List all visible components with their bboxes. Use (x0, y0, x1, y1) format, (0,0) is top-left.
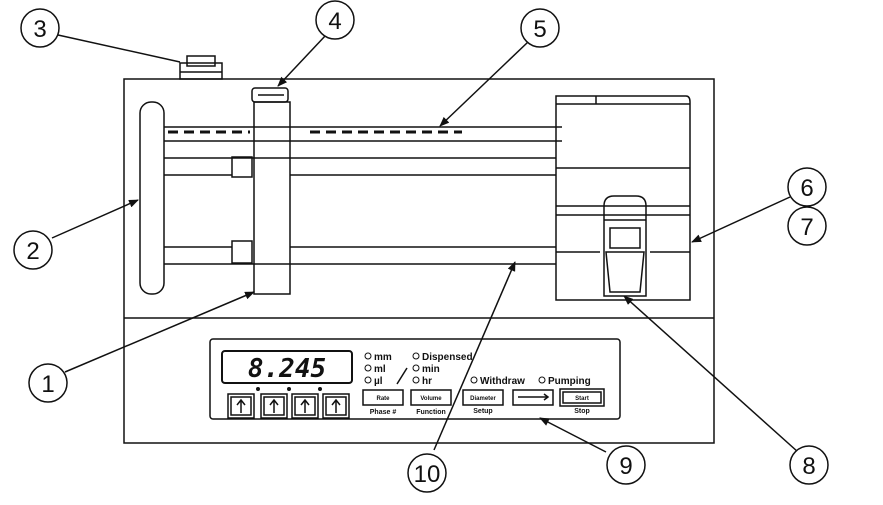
start-button-outline (559, 388, 605, 407)
end-plate (139, 101, 165, 295)
callout-3: 3 (33, 16, 46, 43)
rate-button: Rate (376, 396, 390, 402)
up-arrow-icon (236, 398, 246, 413)
unit-dispensed-label: Dispensed (422, 352, 473, 363)
rate-button-outline (362, 389, 404, 406)
pumping-label: Pumping (548, 376, 591, 387)
callout-4-circle (315, 0, 355, 40)
leader-1 (64, 291, 255, 373)
unit-mm-label: mm (374, 352, 392, 363)
callout-3-circle (20, 8, 60, 48)
diameter-button-outline (462, 389, 504, 406)
leader-5 (439, 41, 529, 127)
diameter-button: Diameter (470, 396, 496, 402)
function-sublabel: Function (416, 409, 446, 416)
collar-lower (231, 240, 253, 264)
unit-min-label: min (422, 364, 440, 375)
pusher-block (253, 101, 291, 295)
lcd-readout: 8.245 (248, 354, 326, 384)
stop-sublabel: Stop (574, 408, 590, 415)
start-button: Start (575, 396, 589, 402)
callout-5: 5 (533, 16, 546, 43)
leader-10 (433, 261, 516, 451)
leader-9 (539, 417, 607, 453)
control-panel (209, 338, 621, 420)
collar-upper (231, 156, 253, 178)
callout-7: 7 (800, 214, 813, 241)
callout-2: 2 (26, 238, 39, 265)
withdraw-label: Withdraw (480, 376, 525, 387)
leader-2 (51, 199, 139, 239)
direction-button-outline (512, 389, 554, 406)
leader-4 (277, 34, 327, 87)
unit-hr-label: hr (422, 376, 432, 387)
lcd-display (221, 350, 353, 384)
callout-5-circle (520, 8, 560, 48)
unit-leds (364, 352, 546, 384)
guide-rods (164, 126, 562, 265)
setup-sublabel: Setup (473, 408, 492, 415)
unit-ul-label: µl (374, 376, 383, 387)
leader-lines (51, 34, 799, 453)
syringe-clamp (603, 195, 647, 297)
volume-button: Volume (420, 396, 442, 402)
callout-8: 8 (802, 453, 815, 480)
callout-1: 1 (41, 371, 54, 398)
pump-body (123, 78, 715, 444)
leader-8 (623, 295, 799, 453)
pusher-clamp (251, 87, 289, 103)
callout-2-circle (13, 230, 53, 270)
unit-slash (396, 367, 408, 385)
callout-10: 10 (414, 461, 441, 488)
callout-9: 9 (619, 453, 632, 480)
up-arrow-icon (331, 398, 341, 413)
top-knob (179, 55, 223, 80)
callout-4: 4 (328, 8, 341, 35)
arrow-key-icons (236, 393, 550, 413)
callout-8-circle (789, 445, 829, 485)
unit-ml-label: ml (374, 364, 386, 375)
phase-sublabel: Phase # (370, 409, 397, 416)
leader-6 (691, 196, 791, 243)
leader-3 (57, 34, 181, 63)
callout-7-circle (787, 206, 827, 246)
direction-arrow-icon (518, 393, 550, 401)
volume-button-outline (410, 389, 452, 406)
key-dots (256, 387, 322, 391)
syringe-holder (555, 95, 691, 301)
up-arrow-icon (269, 398, 279, 413)
up-arrow-icon (300, 398, 310, 413)
callout-6-circle (787, 167, 827, 207)
callout-1-circle (28, 363, 68, 403)
callout-10-circle (407, 453, 447, 493)
callout-6: 6 (800, 175, 813, 202)
digit-keys (227, 393, 350, 419)
callout-9-circle (606, 445, 646, 485)
callout-circles (13, 0, 829, 493)
